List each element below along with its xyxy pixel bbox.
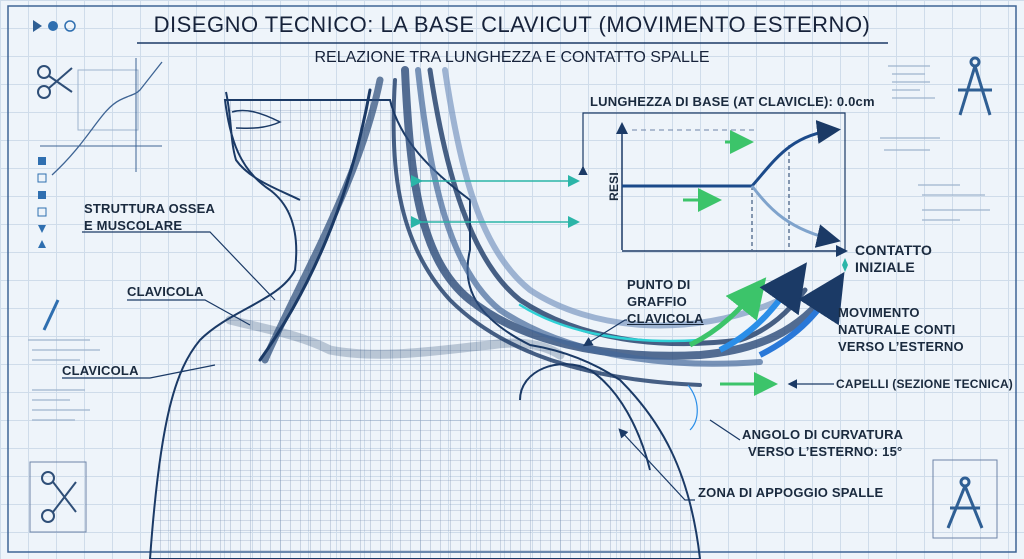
clavicle-bone — [225, 315, 565, 360]
scissors-icon — [29, 461, 87, 533]
legend-symbols-icon — [37, 157, 47, 248]
compass-icon — [932, 459, 998, 539]
movement-arrow-blue — [758, 271, 845, 358]
label-movimento-2: NATURALE CONTI — [838, 322, 956, 337]
label-angolo-2: VERSO L’ESTERNO: 15° — [748, 444, 903, 459]
leader-lines — [62, 231, 834, 501]
hair-strands — [258, 66, 834, 387]
chart-x-label-2: INIZIALE — [855, 259, 915, 275]
label-zona: ZONA DI APPOGGIO SPALLE — [698, 485, 884, 500]
movement-arrow-green — [688, 277, 767, 348]
label-capelli: CAPELLI (SEZIONE TECNICA) — [836, 377, 1014, 391]
code-notes — [28, 65, 990, 421]
chart-frame — [578, 112, 846, 250]
upper-curve — [622, 120, 841, 188]
label-struttura-2: E MUSCOLARE — [84, 218, 183, 233]
page-subtitle: RELAZIONE TRA LUNGHEZZA E CONTATTO SPALL… — [314, 49, 710, 66]
chart-x-label-1: CONTATTO — [855, 242, 933, 258]
label-movimento-3: VERSO L’ESTERNO — [838, 339, 964, 354]
play-icon — [33, 20, 76, 32]
compass-icon — [958, 56, 992, 116]
face-outline — [225, 91, 301, 201]
label-movimento-1: MOVIMENTO — [838, 305, 920, 320]
page-title: DISEGNO TECNICO: LA BASE CLAVICUT (MOVIM… — [153, 12, 871, 37]
lips — [231, 109, 282, 129]
label-clavicola-upper: CLAVICOLA — [127, 284, 204, 299]
comb-icon — [42, 299, 60, 331]
inset-chart — [411, 112, 848, 272]
chart-y-label: RESI — [606, 172, 621, 201]
label-punto-1: PUNTO DI — [627, 277, 691, 292]
lower-curve — [750, 185, 841, 248]
label-struttura-1: STRUTTURA OSSEA — [84, 201, 216, 216]
diamond-marker — [842, 258, 848, 272]
label-punto-2: GRAFFIO — [627, 294, 687, 309]
mini-graph-icon — [40, 58, 163, 176]
movement-arrow-blue — [718, 262, 807, 353]
body-mesh — [148, 99, 702, 559]
label-clavicola-lower: CLAVICOLA — [62, 363, 139, 378]
chart-title: LUNGHEZZA DI BASE (AT CLAVICLE): 0.0cm — [590, 94, 875, 109]
label-angolo-1: ANGOLO DI CURVATURA — [742, 427, 904, 442]
label-punto-3: CLAVICOLA — [627, 311, 704, 326]
scissors-icon — [37, 65, 73, 99]
